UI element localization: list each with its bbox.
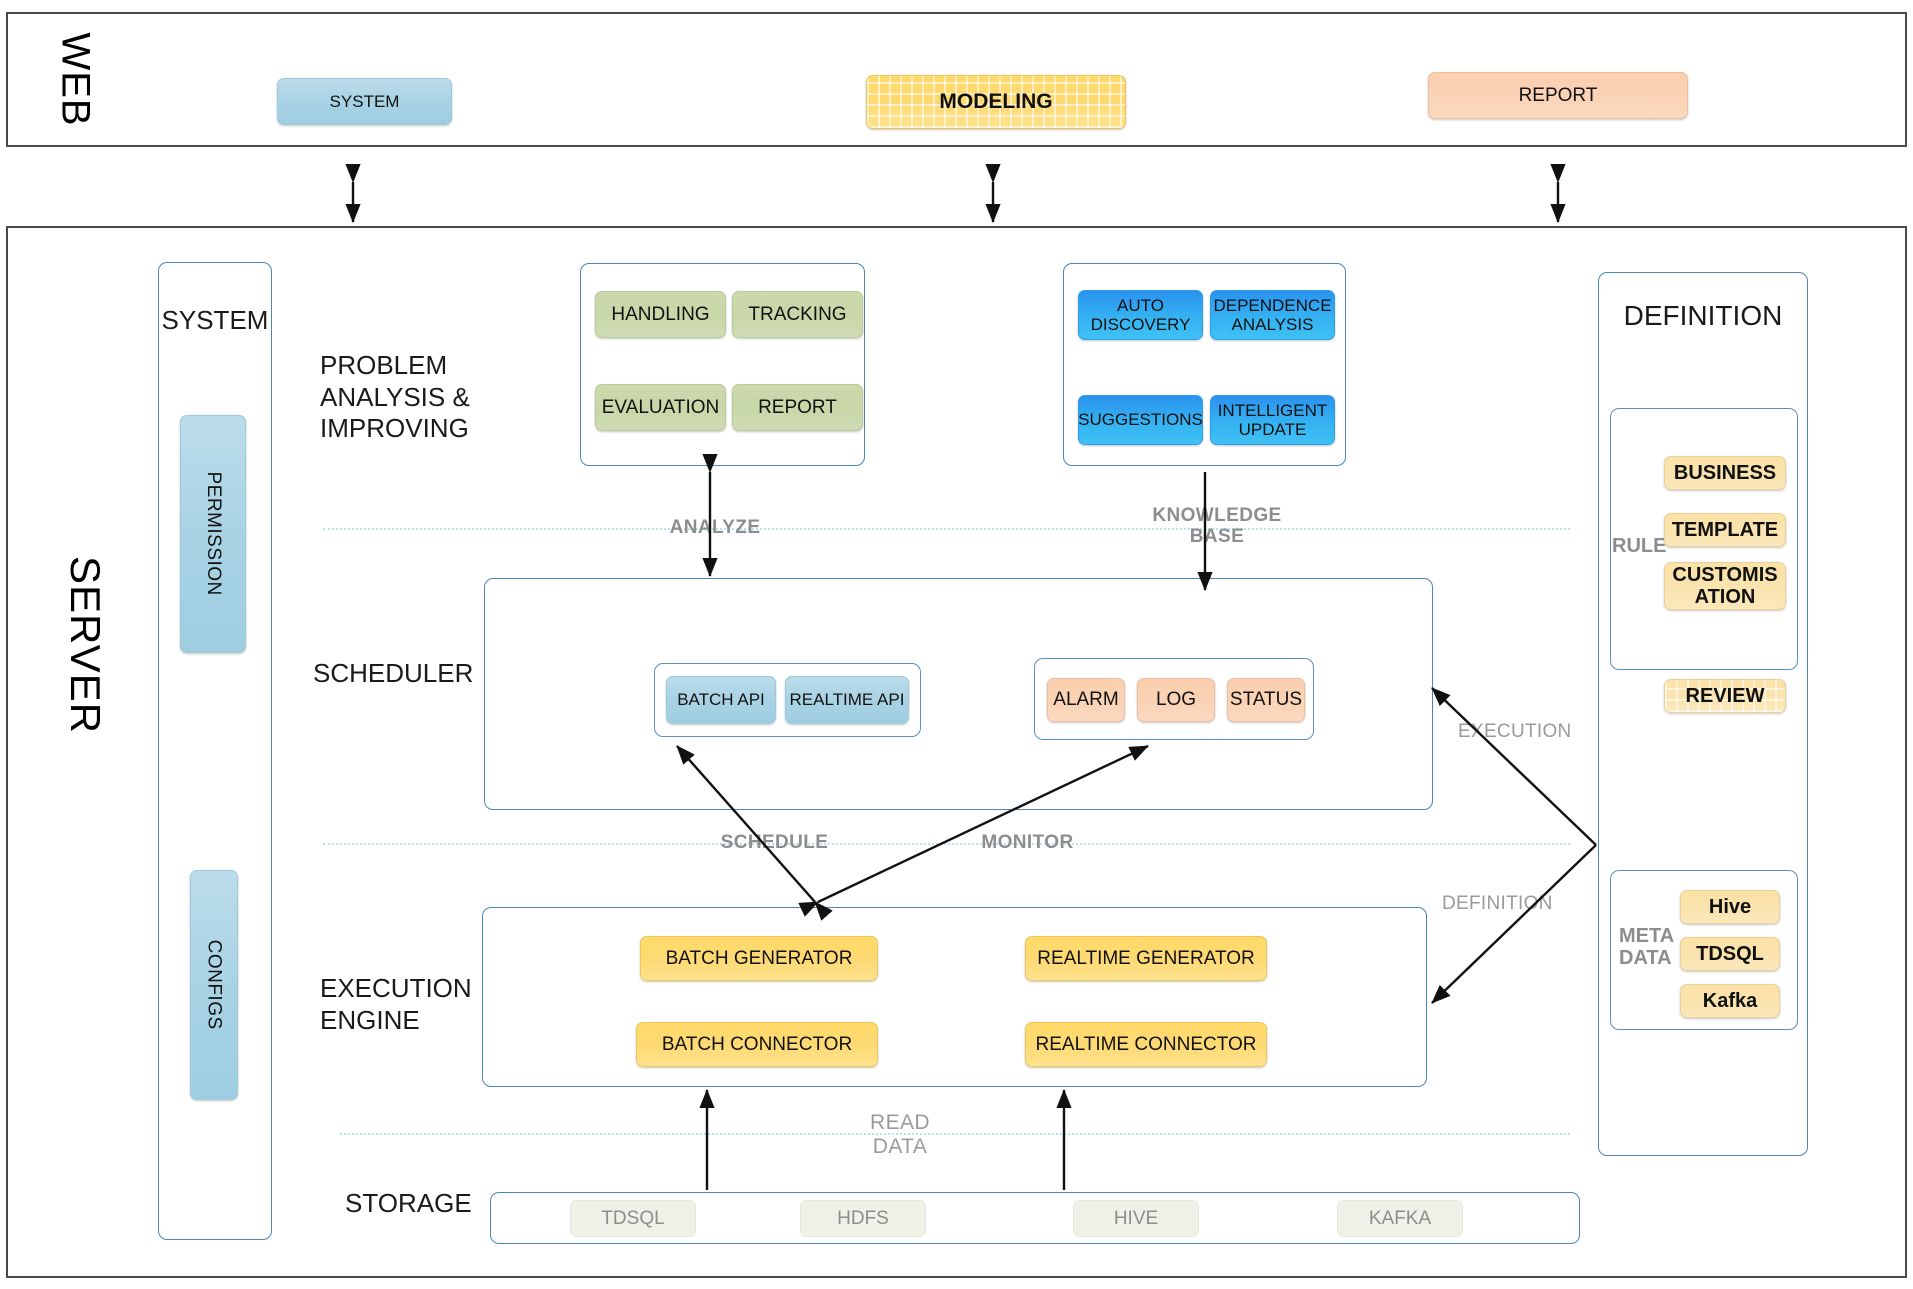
- kb-node-auto-discovery[interactable]: AUTO DISCOVERY: [1078, 290, 1203, 340]
- problem-node-report[interactable]: REPORT: [732, 384, 863, 431]
- scheduler-node-alarm-label: ALARM: [1053, 689, 1119, 711]
- kb-node-dependence-analysis-label: DEPENDENCE ANALYSIS: [1213, 295, 1332, 334]
- definition-rule-node-customisation[interactable]: CUSTOMIS ATION: [1664, 562, 1786, 610]
- scheduler-node-batch-api[interactable]: BATCH API: [666, 676, 776, 724]
- scheduler-node-log-label: LOG: [1155, 689, 1197, 711]
- sidebar-item-configs[interactable]: CONFIGS: [190, 870, 238, 1100]
- divider-label-read-data: READ DATA: [870, 1111, 930, 1158]
- sidebar-item-configs-label: CONFIGS: [203, 939, 225, 1031]
- web-node-report[interactable]: REPORT: [1428, 72, 1688, 119]
- problem-node-evaluation-label: EVALUATION: [601, 396, 720, 418]
- divider-label-knowledge-base: KNOWLEDGE BASE: [1152, 505, 1282, 548]
- divider-schedule: [323, 843, 1570, 845]
- definition-metadata-node-hive[interactable]: Hive: [1680, 890, 1780, 924]
- execution-node-batch-generator-label: BATCH GENERATOR: [665, 947, 853, 969]
- web-node-system[interactable]: SYSTEM: [277, 78, 452, 125]
- storage-node-kafka[interactable]: KAFKA: [1337, 1200, 1463, 1237]
- storage-node-hive[interactable]: HIVE: [1073, 1200, 1199, 1237]
- kb-node-suggestions[interactable]: SUGGESTIONS: [1078, 395, 1203, 445]
- server-layer-label: SERVER: [62, 556, 109, 734]
- scheduler-node-realtime-api-label: REALTIME API: [789, 690, 905, 710]
- section-title-execution-engine: EXECUTION ENGINE: [320, 973, 472, 1035]
- definition-rule-node-business[interactable]: BUSINESS: [1664, 456, 1786, 490]
- divider-analyze: [323, 528, 1570, 530]
- execution-node-realtime-connector-label: REALTIME CONNECTOR: [1035, 1033, 1257, 1055]
- scheduler-node-batch-api-label: BATCH API: [677, 690, 765, 710]
- execution-node-realtime-generator[interactable]: REALTIME GENERATOR: [1025, 936, 1267, 981]
- scheduler-node-log[interactable]: LOG: [1137, 678, 1215, 722]
- definition-rule-node-customisation-label: CUSTOMIS ATION: [1672, 563, 1778, 608]
- problem-node-evaluation[interactable]: EVALUATION: [595, 384, 726, 431]
- kb-node-suggestions-label: SUGGESTIONS: [1078, 410, 1203, 430]
- execution-node-realtime-connector[interactable]: REALTIME CONNECTOR: [1025, 1022, 1267, 1067]
- definition-metadata-node-kafka[interactable]: Kafka: [1680, 984, 1780, 1018]
- definition-title: DEFINITION: [1623, 300, 1783, 331]
- sidebar-item-permission[interactable]: PERMISSION: [180, 415, 246, 653]
- kb-node-intelligent-update-label: INTELLIGENT UPDATE: [1217, 400, 1328, 439]
- problem-node-tracking[interactable]: TRACKING: [732, 291, 863, 338]
- web-layer-label: WEB: [53, 32, 98, 127]
- storage-node-kafka-label: KAFKA: [1368, 1207, 1432, 1229]
- web-node-modeling-label: MODELING: [939, 90, 1053, 114]
- execution-node-realtime-generator-label: REALTIME GENERATOR: [1037, 947, 1255, 969]
- execution-node-batch-connector-label: BATCH CONNECTOR: [661, 1033, 853, 1055]
- definition-rule-node-review[interactable]: REVIEW: [1664, 679, 1786, 713]
- kb-node-dependence-analysis[interactable]: DEPENDENCE ANALYSIS: [1210, 290, 1335, 340]
- execution-node-batch-connector[interactable]: BATCH CONNECTOR: [636, 1022, 878, 1067]
- definition-metadata-node-kafka-label: Kafka: [1702, 989, 1758, 1012]
- definition-metadata-label: META DATA: [1619, 925, 1675, 969]
- problem-node-handling-label: HANDLING: [611, 303, 710, 325]
- edge-label-definition: DEFINITION: [1442, 893, 1553, 914]
- kb-node-auto-discovery-label: AUTO DISCOVERY: [1090, 295, 1191, 334]
- web-node-modeling[interactable]: MODELING: [866, 75, 1126, 129]
- definition-metadata-node-hive-label: Hive: [1708, 895, 1752, 918]
- divider-label-monitor: MONITOR: [981, 832, 1074, 853]
- definition-metadata-node-tdsql[interactable]: TDSQL: [1680, 937, 1780, 971]
- storage-node-hdfs-label: HDFS: [837, 1207, 889, 1229]
- problem-node-tracking-label: TRACKING: [748, 303, 847, 325]
- scheduler-node-status[interactable]: STATUS: [1227, 678, 1305, 722]
- storage-node-hdfs[interactable]: HDFS: [800, 1200, 926, 1237]
- scheduler-node-realtime-api[interactable]: REALTIME API: [785, 676, 909, 724]
- storage-node-tdsql[interactable]: TDSQL: [570, 1200, 696, 1237]
- sidebar-system-title: SYSTEM: [161, 305, 269, 335]
- web-node-report-label: REPORT: [1518, 84, 1598, 106]
- definition-rule-node-template[interactable]: TEMPLATE: [1664, 513, 1786, 547]
- storage-node-hive-label: HIVE: [1113, 1207, 1159, 1229]
- section-title-scheduler: SCHEDULER: [313, 658, 474, 688]
- storage-node-tdsql-label: TDSQL: [601, 1207, 665, 1229]
- definition-rule-node-review-label: REVIEW: [1685, 684, 1765, 707]
- scheduler-node-status-label: STATUS: [1229, 689, 1303, 711]
- kb-node-intelligent-update[interactable]: INTELLIGENT UPDATE: [1210, 395, 1335, 445]
- edge-label-execution: EXECUTION: [1458, 721, 1572, 742]
- section-title-problem-analysis: PROBLEM ANALYSIS & IMPROVING: [320, 350, 470, 444]
- definition-metadata-node-tdsql-label: TDSQL: [1696, 942, 1764, 965]
- definition-rule-node-template-label: TEMPLATE: [1671, 518, 1779, 541]
- section-title-storage: STORAGE: [345, 1188, 472, 1218]
- scheduler-node-alarm[interactable]: ALARM: [1047, 678, 1125, 722]
- web-node-system-label: SYSTEM: [329, 91, 400, 111]
- execution-node-batch-generator[interactable]: BATCH GENERATOR: [640, 936, 878, 981]
- definition-rule-label: RULE: [1612, 535, 1667, 557]
- definition-rule-node-business-label: BUSINESS: [1673, 461, 1777, 484]
- divider-label-analyze: ANALYZE: [669, 517, 761, 538]
- problem-node-report-label: REPORT: [758, 396, 837, 418]
- divider-read-data: [340, 1133, 1570, 1135]
- problem-node-handling[interactable]: HANDLING: [595, 291, 726, 338]
- sidebar-item-permission-label: PERMISSION: [202, 471, 224, 597]
- execution-engine-panel: [482, 907, 1427, 1087]
- divider-label-schedule: SCHEDULE: [720, 832, 829, 853]
